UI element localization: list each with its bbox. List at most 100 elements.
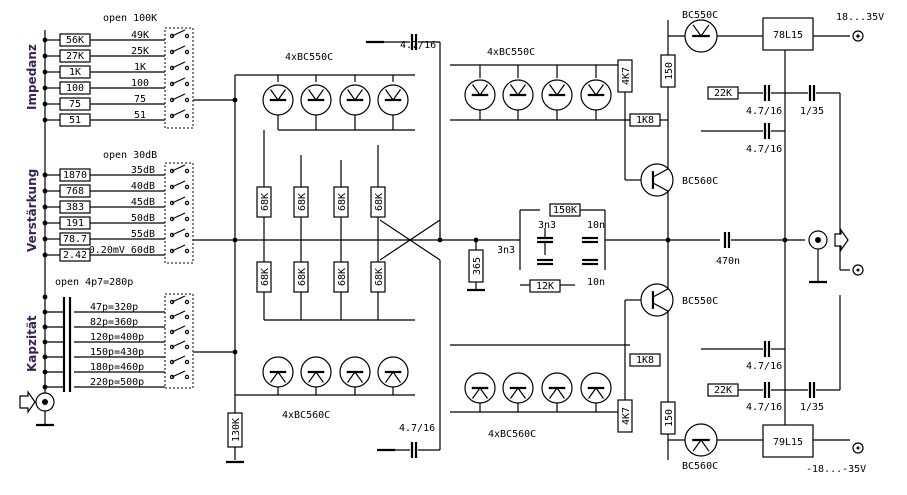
- impedance-tap-label: 49K: [131, 30, 149, 41]
- transistor-lead: [556, 387, 565, 399]
- capacitance-tap-label: 120p=400p: [90, 332, 144, 343]
- regulator-79l15: [762, 424, 814, 458]
- q-mid-lower-label: BC550C: [682, 296, 718, 307]
- switch-contact: [184, 344, 190, 350]
- label-capacitance: Kapzität: [25, 315, 39, 372]
- resistor-label: 1K8: [636, 115, 654, 126]
- resistor-68k: [293, 261, 309, 293]
- junction-dot: [42, 204, 48, 210]
- transistor-lead: [347, 89, 356, 101]
- labels: Impedanz Verstärkung Kapzität open 100K …: [25, 10, 884, 475]
- gain-open-label: open 30dB: [103, 150, 157, 161]
- transistor-lead: [588, 387, 597, 399]
- capacitance-tap-label: 47p=320p: [90, 302, 138, 313]
- switch-contact: [184, 216, 190, 222]
- impedance-tap-label: 25K: [131, 46, 149, 57]
- resistor-12k: [529, 279, 561, 293]
- transistor-bc550c-mid: [640, 283, 674, 317]
- switch-contact: [184, 299, 190, 305]
- resistor-label: 68K: [374, 193, 385, 211]
- capacitance-tap-label: 180p=460p: [90, 362, 144, 373]
- switch-contact: [184, 168, 190, 174]
- transistor-lead: [270, 89, 279, 101]
- junction-dot: [665, 237, 671, 243]
- resistor-label: 68K: [374, 268, 385, 286]
- resistor-label: 365: [472, 257, 483, 275]
- switch-contact: [184, 200, 190, 206]
- switch-contact: [184, 248, 190, 254]
- resistor-label: 68K: [260, 268, 271, 286]
- resistor-68k: [333, 186, 349, 218]
- switch-lever: [171, 244, 186, 252]
- label-gain: Verstärkung: [25, 169, 39, 252]
- capacitance-tap-label: 150p=430p: [90, 347, 144, 358]
- junction-dot: [42, 384, 48, 390]
- switch-contact: [184, 374, 190, 380]
- switch-lever: [171, 45, 186, 53]
- resistor-68k: [370, 186, 386, 218]
- npn-array-label-2: 4xBC550C: [487, 47, 535, 58]
- resistor-label: 78.7: [63, 234, 87, 245]
- resistor-label: 1870: [63, 170, 87, 181]
- switch-contact: [184, 184, 190, 190]
- resistor-label: 51: [69, 115, 81, 126]
- transistor-lead: [652, 302, 669, 312]
- gain-tap-label: 50dB: [131, 213, 155, 224]
- impedance-resistor: [59, 33, 91, 47]
- capacitance-open-label: open 4p7=280p: [55, 277, 133, 288]
- transistor-lead: [315, 371, 324, 383]
- junction-dot: [42, 294, 48, 300]
- supply-neg-label: -18...-35V: [806, 464, 866, 475]
- switch-contact: [184, 65, 190, 71]
- q-bottom-label: BC560C: [682, 461, 718, 472]
- junction-dot: [232, 97, 238, 103]
- resistor-label: 191: [66, 218, 84, 229]
- gain-resistor: [59, 248, 91, 262]
- transistor-lead: [549, 84, 558, 96]
- switch-lever: [171, 77, 186, 85]
- switch-contact: [184, 113, 190, 119]
- gain-tap-label: 40dB: [131, 181, 155, 192]
- resistor-label: 1K: [69, 67, 81, 78]
- switch-lever: [171, 164, 186, 172]
- switch-contact: [184, 359, 190, 365]
- switch-lever: [171, 295, 186, 303]
- transistor-lead: [700, 24, 710, 37]
- capacitance-switch-bank: [164, 293, 194, 389]
- transistor-lead: [385, 371, 394, 383]
- transistor-lead: [595, 387, 604, 399]
- transistor-lead: [510, 84, 519, 96]
- transistor-lead: [308, 89, 317, 101]
- transistor-lead: [588, 84, 597, 96]
- switch-contact: [184, 33, 190, 39]
- switch-contact: [184, 314, 190, 320]
- junction-dot: [42, 339, 48, 345]
- regulator-neg-label: 79L15: [773, 437, 803, 448]
- pnp-array-label-2: 4xBC560C: [488, 429, 536, 440]
- resistor-150-top: [660, 54, 676, 88]
- switch-lever: [171, 325, 186, 333]
- resistor-label: 4K7: [621, 67, 632, 85]
- impedance-resistor: [59, 97, 91, 111]
- resistor-4k7-top: [617, 59, 633, 93]
- impedance-tap-label: 51: [134, 110, 146, 121]
- terminal-center: [856, 34, 860, 38]
- wires: [42, 20, 850, 460]
- gain-tap-label: 0.20mV 60dB: [89, 245, 155, 256]
- resistor-label: 150: [664, 62, 675, 80]
- transistor-lead: [510, 387, 519, 399]
- pnp-array-label-1: 4xBC560C: [282, 410, 330, 421]
- junction-dot: [232, 349, 238, 355]
- resistor-68k: [333, 261, 349, 293]
- regulator-pos-label: 78L15: [773, 30, 803, 41]
- transistor-lead: [595, 84, 604, 96]
- transistor-lead: [392, 89, 401, 101]
- junction-dot: [437, 237, 443, 243]
- input-arrow-icon: [19, 390, 36, 414]
- impedance-open-label: open 100K: [103, 13, 157, 24]
- resistor-label: 2.42: [63, 250, 87, 261]
- gain-tap-label: 45dB: [131, 197, 155, 208]
- impedance-resistor: [59, 81, 91, 95]
- cap-4716-a-label: 4.7/16: [746, 106, 782, 117]
